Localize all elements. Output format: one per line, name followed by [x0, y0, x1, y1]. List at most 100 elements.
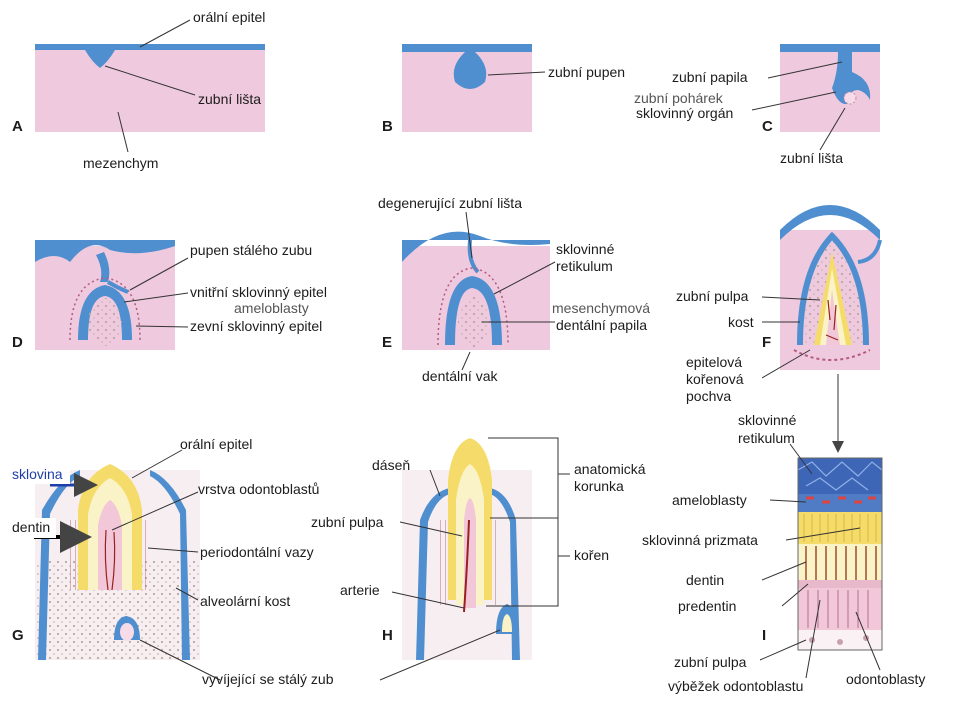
enamel-organ	[78, 285, 132, 340]
blood-vessels	[104, 529, 116, 591]
label-bg	[8, 464, 70, 484]
leader-line	[399, 521, 463, 537]
label-inner-enamel-epithelium: vnitřní sklovinný epitel	[190, 284, 327, 300]
label-bone: kost	[728, 314, 754, 330]
dental-lamina	[96, 252, 110, 282]
dental-follicle	[437, 267, 509, 346]
label-root-sheath-1: epitelová	[686, 354, 742, 370]
label-bg	[8, 518, 56, 538]
panel-d	[35, 240, 189, 350]
panel-a	[35, 19, 265, 153]
leader-line	[759, 639, 807, 661]
ameloblast-nuclei	[806, 496, 876, 504]
gum-epithelium-left	[38, 470, 80, 660]
labels: A B C D E F G H I orální epitel zubní li…	[8, 9, 925, 694]
leader-line	[751, 91, 837, 111]
label-predentin: predentin	[678, 598, 736, 614]
leader-line	[135, 325, 189, 328]
leader-line	[139, 19, 191, 48]
periodontal-ligament-right	[494, 520, 500, 605]
label-odontoblast-process: výběžek odontoblastu	[668, 678, 803, 694]
panel-label-d: D	[12, 334, 23, 351]
label-stellate-reticulum-e-2: retikulum	[556, 258, 613, 274]
panel-label-h: H	[382, 627, 393, 644]
pulp-cell	[837, 639, 843, 645]
oral-epithelium	[780, 44, 880, 52]
panel-label-a: A	[12, 118, 23, 135]
label-dentin-i: dentin	[686, 572, 724, 588]
label-ameloblasts-d: ameloblasty	[234, 300, 309, 316]
label-enamel-g: sklovina	[12, 466, 63, 482]
panel-g	[34, 449, 221, 681]
label-permanent-bud: pupen stálého zubu	[190, 242, 312, 258]
panel-label-f: F	[762, 334, 771, 351]
artery	[463, 519, 470, 613]
leader-line	[465, 211, 473, 259]
dental-follicle	[69, 277, 141, 341]
panel-f	[761, 205, 882, 453]
permanent-tooth-crown	[502, 614, 512, 632]
leader-line	[761, 349, 811, 379]
oral-epithelium	[35, 240, 175, 262]
label-enamel-prisms: sklovinná prizmata	[642, 532, 758, 548]
label-dental-lamina-a: zubní lišta	[198, 91, 261, 107]
label-artery: arterie	[340, 582, 380, 598]
leader-line	[104, 65, 196, 96]
label-tooth-bud: zubní pupen	[548, 64, 625, 80]
label-dental-papilla-c: zubní papila	[672, 69, 748, 85]
enamel-organ	[445, 276, 502, 345]
label-ameloblasts-i: ameloblasty	[672, 492, 747, 508]
label-gum: dáseň	[372, 457, 410, 473]
leader-line	[391, 591, 465, 609]
leader-line	[147, 547, 199, 553]
label-odontoblasts: odontoblasty	[846, 671, 925, 687]
leader-line	[117, 111, 129, 153]
dental-papilla	[843, 91, 857, 105]
leader-line	[129, 257, 189, 291]
label-degenerating-lamina: degenerující zubní lišta	[378, 195, 522, 211]
label-developing-permanent-tooth: vyvíjející se stálý zub	[202, 671, 334, 687]
label-dental-lamina-c: zubní lišta	[780, 150, 843, 166]
panel-c	[751, 44, 880, 151]
leader-line	[785, 527, 861, 541]
dentin	[798, 544, 882, 580]
label-outer-enamel-epithelium: zevní sklovinný epitel	[190, 318, 322, 334]
label-enamel-organ-c: sklovinný orgán	[636, 105, 733, 121]
panel-e	[402, 211, 556, 371]
gum-epithelium-right	[150, 470, 190, 660]
label-root-sheath-2: kořenová	[686, 371, 744, 387]
panel-i	[759, 443, 883, 679]
label-stellate-reticulum-e-1: sklovinné	[556, 241, 615, 257]
panel-label-b: B	[382, 118, 393, 135]
oral-epithelium	[780, 205, 880, 240]
leader-line	[139, 639, 221, 681]
panel-b	[402, 44, 546, 132]
permanent-bud	[106, 280, 129, 294]
pulp	[98, 500, 122, 590]
label-stellate-reticulum-i-1: sklovinné	[738, 412, 797, 428]
panel-label-c: C	[762, 118, 773, 135]
dental-papilla	[88, 298, 122, 346]
leader-line	[761, 561, 807, 581]
leader-line	[769, 499, 807, 503]
leader-line	[493, 261, 556, 295]
periodontal-ligament-left	[70, 520, 76, 590]
predentin	[798, 580, 882, 588]
permanent-tooth-papilla	[120, 623, 134, 641]
label-oral-epithelium-g: orální epitel	[180, 436, 252, 452]
leader-line	[461, 351, 471, 371]
leader-line	[111, 491, 199, 531]
leader-line	[429, 469, 441, 497]
panel-label-i: I	[762, 627, 766, 644]
label-mesenchymal-2: dentální papila	[556, 317, 647, 333]
label-dental-pulp-i: zubní pulpa	[674, 654, 747, 670]
gum-epithelium-left	[416, 488, 450, 660]
label-dental-pulp-f: zubní pulpa	[676, 288, 749, 304]
odontoblast-layer	[798, 588, 882, 630]
enamel-organ	[832, 52, 871, 105]
label-mesenchymal-1: mesenchymová	[552, 300, 650, 316]
leader-line	[789, 443, 813, 475]
dental-lamina	[857, 239, 882, 264]
mesenchyme-tissue	[35, 50, 265, 132]
leader-line	[767, 61, 843, 79]
